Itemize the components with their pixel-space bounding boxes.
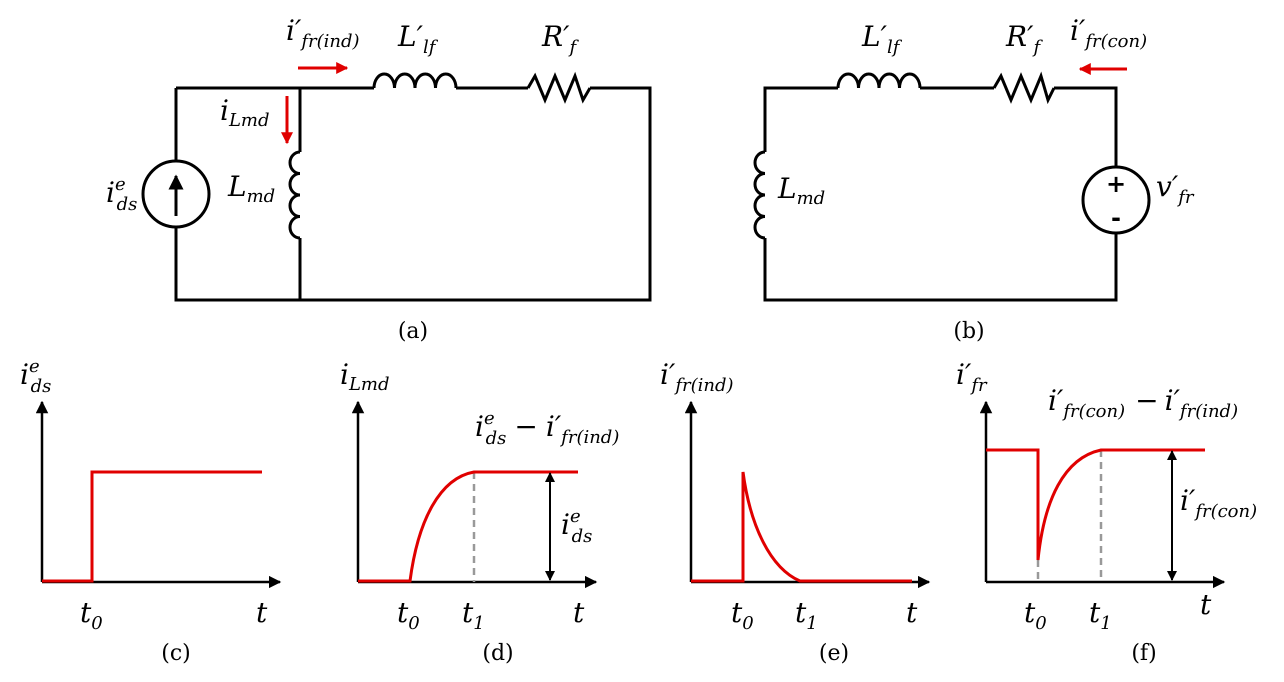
plot-f-t1: t1 [1089, 596, 1112, 634]
minus-sign: - [1111, 204, 1121, 232]
plot-d-t1: t1 [462, 596, 485, 634]
plot-e-ifr-ind-curve [691, 471, 912, 583]
caption-e: (e) [819, 641, 849, 666]
plot-e-t0: t0 [731, 596, 754, 634]
label-i-lmd: iLmd [220, 94, 270, 131]
label-l-md-a: Lmd [227, 170, 275, 207]
caption-d: (d) [482, 641, 513, 666]
resistor-rf-a [526, 71, 592, 104]
plot-c-ids-step [42, 470, 262, 583]
inductor-lmd-b [753, 150, 766, 240]
circuit-a-wires [174, 86, 652, 302]
plot-f-ifr-curve [986, 448, 1205, 561]
inductor-llf-b [836, 72, 922, 89]
voltage-source-vfr [1081, 165, 1151, 235]
resistor-rf-b [992, 71, 1056, 105]
plot-d-t0: t0 [397, 596, 420, 634]
circuit-b: + - L′lf R′f i′fr(con) Lmd v′fr (b) [753, 14, 1195, 344]
caption-c: (c) [161, 641, 191, 666]
label-l-lf-a: L′lf [397, 20, 439, 58]
label-l-md-b: Lmd [777, 172, 825, 209]
plot-e: i′fr(ind) t0 t1 t (e) [660, 358, 931, 666]
plot-e-ylabel: i′fr(ind) [660, 358, 734, 396]
label-r-f-b: R′f [1005, 20, 1043, 58]
plot-d-t: t [573, 596, 585, 629]
caption-a: (a) [398, 319, 428, 344]
current-source-ids [141, 159, 211, 229]
plot-f-t: t [1200, 588, 1212, 621]
plot-f-annotation: i′fr(con)−i′fr(ind) [1048, 384, 1238, 422]
plot-d-ylabel: iLmd [340, 358, 390, 395]
plot-f: i′fr i′fr(con)−i′fr(ind) i′fr(con) t0 t1… [956, 358, 1257, 666]
caption-f: (f) [1131, 641, 1156, 666]
circuit-b-wires [763, 86, 1118, 302]
plot-f-dim-label: i′fr(con) [1180, 484, 1257, 522]
label-i-fr-ind: i′fr(ind) [286, 14, 360, 52]
plus-sign: + [1106, 170, 1126, 198]
label-r-f-a: R′f [541, 20, 579, 58]
plot-e-t1: t1 [795, 596, 818, 634]
caption-b: (b) [953, 319, 984, 344]
plot-f-ylabel: i′fr [956, 358, 988, 396]
plot-c-t0: t0 [80, 596, 103, 634]
label-i-fr-con: i′fr(con) [1070, 14, 1147, 52]
plot-c-t: t [256, 596, 268, 629]
plot-e-t: t [906, 596, 918, 629]
inductor-lmd-a [288, 150, 301, 240]
label-l-lf-b: L′lf [861, 20, 903, 58]
inductor-llf-a [372, 72, 458, 89]
plot-f-t0: t0 [1024, 596, 1047, 634]
label-v-fr: v′fr [1156, 170, 1195, 208]
plot-d-ilmd-curve [358, 470, 578, 583]
